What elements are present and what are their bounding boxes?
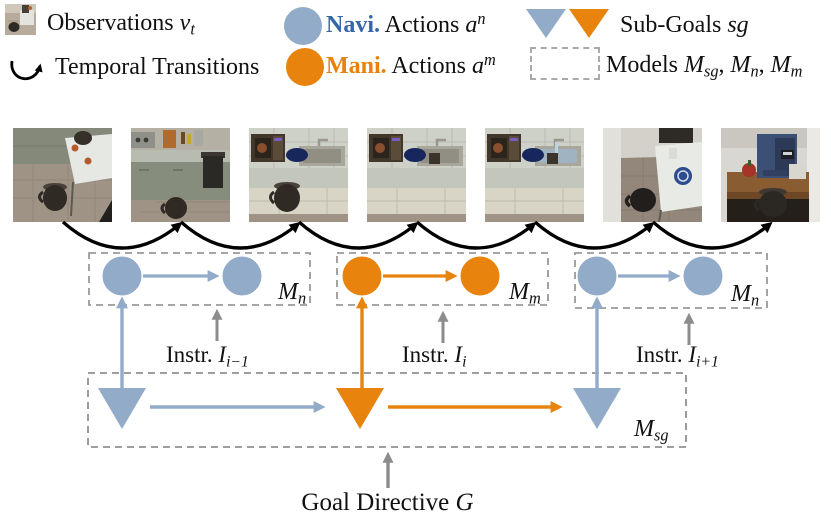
temporal-arc-3 bbox=[297, 220, 419, 250]
observation-image-6 bbox=[603, 128, 702, 222]
instruction-label-curr: Instr. Ii bbox=[402, 342, 467, 371]
mani-action-node-a bbox=[342, 256, 382, 296]
navi-subgoal-node-2 bbox=[573, 388, 621, 429]
model-box-mn1 bbox=[88, 252, 311, 306]
observation-image-2 bbox=[131, 128, 230, 222]
goal-directive-label: Goal Directive G bbox=[301, 489, 474, 516]
legend-mani-label: Mani. Actions am bbox=[326, 49, 496, 79]
obs4-scene bbox=[367, 128, 466, 222]
observation-image-1 bbox=[13, 128, 112, 222]
observation-image-5 bbox=[485, 128, 584, 222]
navi-action-node-2a bbox=[577, 256, 617, 296]
obs7-scene bbox=[721, 128, 820, 222]
navi-action-node-1b bbox=[222, 256, 262, 296]
thumb-object bbox=[28, 6, 32, 10]
obs6-scene bbox=[603, 128, 702, 222]
mani-action-node-b bbox=[460, 256, 500, 296]
mani-subgoal-node bbox=[336, 388, 384, 429]
navi-action-icon bbox=[284, 7, 322, 45]
temporal-arc-5 bbox=[533, 220, 655, 250]
legend-navi-label: Navi. Actions an bbox=[326, 8, 486, 38]
temporal-arc-1 bbox=[61, 220, 183, 250]
observation-thumb-icon bbox=[5, 4, 36, 35]
model-label-mm: Mm bbox=[509, 279, 541, 308]
model-label-mn2: Mn bbox=[731, 281, 760, 310]
model-box-msg bbox=[87, 372, 687, 448]
thumb-floor bbox=[5, 4, 36, 35]
legend-temporal-label: Temporal Transitions bbox=[55, 54, 260, 80]
observation-image-4 bbox=[367, 128, 466, 222]
obs1-scene bbox=[13, 128, 112, 222]
model-box-icon bbox=[530, 47, 600, 80]
observation-image-7 bbox=[721, 128, 820, 222]
thumb-table bbox=[20, 10, 34, 25]
thumb-figure bbox=[22, 5, 29, 13]
model-label-msg: Msg bbox=[634, 416, 669, 445]
temporal-arc-6 bbox=[651, 220, 773, 250]
obs2-scene bbox=[131, 128, 230, 222]
mani-subgoal-icon bbox=[569, 9, 609, 38]
legend-subgoals-label: Sub-Goals sg bbox=[620, 12, 749, 38]
thumb-wall bbox=[5, 4, 36, 13]
observation-image-3 bbox=[249, 128, 348, 222]
temporal-arc-4 bbox=[415, 220, 537, 250]
obs5-scene bbox=[485, 128, 584, 222]
instruction-label-prev: Instr. Ii−1 bbox=[166, 342, 249, 371]
curved-arrow bbox=[10, 60, 43, 81]
thumb-grout bbox=[8, 20, 19, 29]
obs3-scene bbox=[249, 128, 348, 222]
navi-subgoal-node-1 bbox=[98, 388, 146, 429]
temporal-transition-icon bbox=[10, 60, 43, 81]
mani-action-icon bbox=[286, 48, 324, 86]
navi-action-node-1a bbox=[102, 256, 142, 296]
legend-observations-label: Observations vt bbox=[47, 10, 195, 39]
subgoal-icons bbox=[526, 9, 609, 38]
navi-action-node-2b bbox=[683, 256, 723, 296]
legend-models-label: Models Msg, Mn, Mm bbox=[606, 52, 803, 81]
thumb-bucket bbox=[8, 22, 20, 32]
model-label-mn1: Mn bbox=[278, 279, 307, 308]
instruction-label-next: Instr. Ii+1 bbox=[636, 342, 719, 371]
navi-subgoal-icon bbox=[526, 9, 566, 38]
temporal-arc-2 bbox=[179, 220, 301, 250]
